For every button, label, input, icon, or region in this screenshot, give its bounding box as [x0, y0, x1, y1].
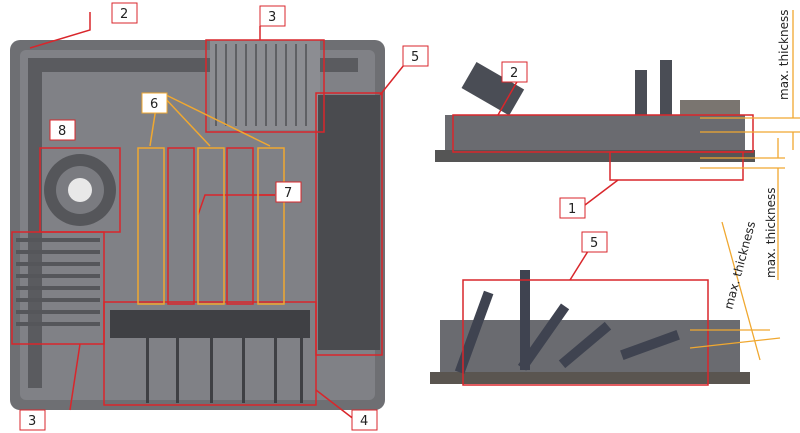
max-thickness-label-middle: max. thickness [764, 188, 778, 278]
callout-8: 8 [49, 119, 76, 141]
side-view-photo-1 [435, 60, 755, 162]
max-thickness-label-top: max. thickness [777, 10, 791, 100]
callout-3-top: 3 [259, 5, 286, 27]
svg-text:2: 2 [510, 66, 518, 81]
callout-6: 6 [141, 92, 168, 114]
svg-text:4: 4 [360, 414, 368, 429]
callout-5-top: 5 [402, 45, 429, 67]
svg-text:1: 1 [568, 202, 576, 217]
max-thickness-label-bottom: max. thickness [721, 220, 758, 311]
svg-text:7: 7 [284, 186, 292, 201]
svg-text:5: 5 [590, 236, 598, 251]
callout-2-top: 2 [111, 2, 138, 24]
callout-3-bottom: 3 [19, 409, 46, 431]
side-view-highlight-boxes [452, 79, 754, 386]
side-view-photo-2 [430, 270, 750, 384]
svg-text:5: 5 [411, 50, 419, 65]
callout-7: 7 [275, 181, 302, 203]
callout-2-side: 2 [501, 61, 528, 83]
callout-1-side: 1 [559, 197, 586, 219]
dimension-lines [689, 10, 800, 361]
callout-5-side: 5 [581, 231, 608, 253]
callout-4: 4 [351, 409, 378, 431]
svg-text:2: 2 [120, 7, 128, 22]
top-view-highlight-boxes [11, 12, 409, 421]
svg-text:3: 3 [28, 414, 36, 429]
svg-text:8: 8 [58, 124, 66, 139]
svg-text:3: 3 [268, 10, 276, 25]
svg-text:6: 6 [150, 97, 158, 112]
